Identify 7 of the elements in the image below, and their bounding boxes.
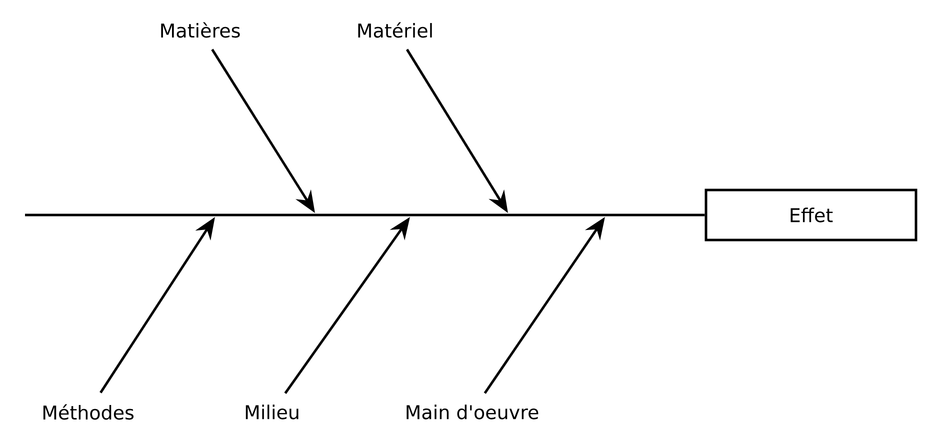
cause-label: Méthodes <box>43 404 134 420</box>
cause-label: Matières <box>161 22 240 38</box>
cause-label: Matériel <box>358 22 432 38</box>
cause-label: Milieu <box>246 404 298 420</box>
effect-box: Effet <box>704 188 918 242</box>
spine-line <box>25 214 705 216</box>
cause-label: Main d'oeuvre <box>406 404 538 420</box>
